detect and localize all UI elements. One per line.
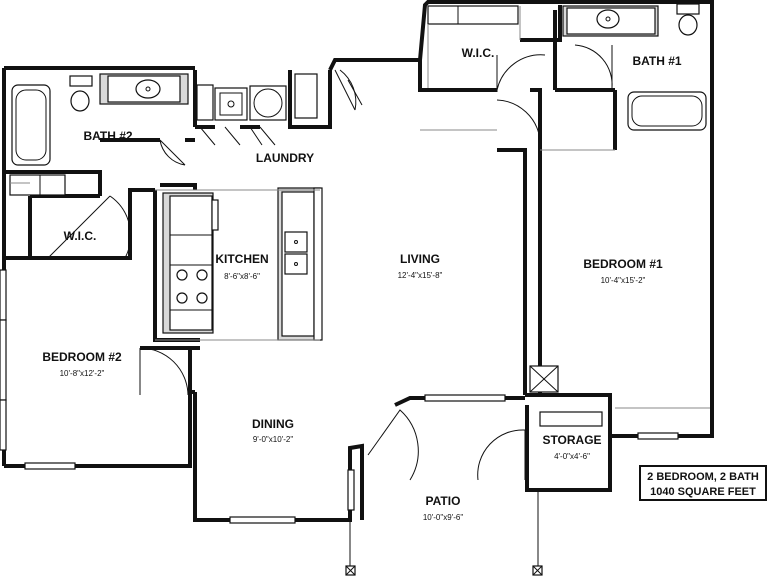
room-label-living: LIVING [400,252,440,266]
summary-square-feet: 1040 SQUARE FEET [650,486,756,498]
sink-icon [596,9,620,29]
room-dims-living: 12'-4"x15'-8" [398,271,443,280]
room-dims-kitchen: 8'-6"x8'-6" [224,272,260,281]
room-label-wic-left: W.I.C. [64,229,97,243]
summary-bedrooms-baths: 2 BEDROOM, 2 BATH [647,471,759,483]
room-label-laundry: LAUNDRY [256,151,314,165]
room-label-dining: DINING [252,417,294,431]
burner-icon [196,269,208,281]
burner-icon [176,292,188,304]
room-label-bath2: BATH #2 [83,129,132,143]
room-label-kitchen: KITCHEN [215,252,268,266]
interior-walls [4,5,617,436]
burner-icon [176,269,188,281]
room-dims-patio: 10'-0"x9'-6" [423,513,463,522]
room-label-bath1: BATH #1 [632,54,681,68]
kitchen-sink-icon [284,231,308,253]
door-swings [47,44,613,481]
plan-summary: 2 BEDROOM, 2 BATH 1040 SQUARE FEET [639,465,767,501]
bathtub-icon [11,84,51,166]
toilet-icon [70,90,90,112]
dryer-icon [249,85,287,121]
room-dims-dining: 9'-0"x10'-2" [253,435,293,444]
room-dims-bedroom1: 10'-4"x15'-2" [601,276,646,285]
bathtub-icon [627,91,707,131]
windows [0,269,679,524]
room-dims-bedroom2: 10'-8"x12'-2" [60,369,105,378]
room-label-wic-top: W.I.C. [462,46,495,60]
sink-icon [135,79,161,99]
room-labels: W.I.C. BATH #1 BATH #2 LAUNDRY W.I.C. KI… [42,46,682,522]
fixtures [9,3,710,576]
room-label-storage: STORAGE [542,433,601,447]
room-dims-storage: 4'-0"x4'-6" [554,452,590,461]
room-label-patio: PATIO [426,494,461,508]
room-label-bedroom1: BEDROOM #1 [583,257,663,271]
burner-icon [196,292,208,304]
toilet-icon [678,14,698,36]
room-label-bedroom2: BEDROOM #2 [42,350,122,364]
